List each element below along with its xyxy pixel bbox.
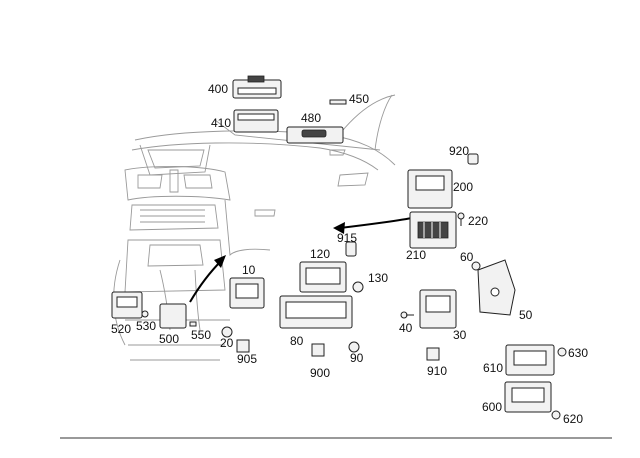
callout-905: 905 [237, 352, 258, 366]
callout-630: 630 [568, 346, 589, 360]
arrow-to-dash [339, 217, 413, 229]
callout-20: 20 [220, 336, 234, 350]
part-200 [407, 169, 453, 209]
part-40 [400, 311, 414, 319]
callout-620: 620 [563, 412, 584, 426]
part-900 [311, 343, 325, 357]
callout-450: 450 [349, 92, 370, 106]
part-550 [189, 321, 197, 327]
part-30 [419, 289, 457, 329]
callout-210: 210 [406, 248, 427, 262]
part-130 [352, 281, 364, 293]
part-620 [551, 410, 561, 420]
part-600 [504, 381, 552, 413]
part-10 [229, 277, 265, 309]
part-480 [286, 126, 344, 144]
callout-90: 90 [350, 351, 364, 365]
part-20 [221, 326, 233, 338]
part-520 [111, 291, 143, 319]
part-80 [279, 295, 353, 329]
callout-520: 520 [111, 322, 132, 336]
callout-500: 500 [159, 332, 180, 346]
part-610 [505, 344, 555, 376]
part-500 [159, 303, 187, 329]
locator-arrows [189, 217, 413, 303]
arrowhead-dash [333, 222, 345, 234]
callout-400: 400 [208, 82, 229, 96]
part-220 [457, 212, 465, 226]
part-410 [233, 109, 279, 133]
callout-600: 600 [482, 400, 503, 414]
callout-530: 530 [136, 319, 157, 333]
part-400 [232, 75, 282, 99]
callout-40: 40 [399, 321, 413, 335]
callout-50: 50 [519, 308, 533, 322]
part-915 [345, 241, 357, 257]
callout-610: 610 [483, 361, 504, 375]
part-90 [348, 341, 360, 353]
callout-915: 915 [337, 231, 358, 245]
part-905 [236, 339, 250, 353]
callout-480: 480 [301, 111, 322, 125]
arrow-to-console [189, 259, 223, 303]
callout-900: 900 [310, 366, 331, 380]
part-920 [467, 153, 479, 165]
callout-80: 80 [290, 334, 304, 348]
arrowhead-console [214, 255, 226, 268]
callout-410: 410 [211, 116, 232, 130]
callout-130: 130 [368, 271, 389, 285]
callout-550: 550 [191, 328, 212, 342]
callout-60: 60 [460, 250, 474, 264]
callout-120: 120 [310, 247, 331, 261]
part-910 [426, 347, 440, 361]
part-50 [477, 259, 516, 316]
part-450 [329, 99, 347, 105]
callout-220: 220 [468, 214, 489, 228]
callout-920: 920 [449, 144, 470, 158]
part-210 [409, 211, 457, 249]
part-630 [557, 347, 567, 357]
callout-30: 30 [453, 328, 467, 342]
part-60 [471, 261, 481, 271]
callout-10: 10 [242, 263, 256, 277]
part-120 [299, 261, 347, 293]
callout-200: 200 [453, 180, 474, 194]
callout-910: 910 [427, 364, 448, 378]
part-530 [141, 310, 149, 318]
